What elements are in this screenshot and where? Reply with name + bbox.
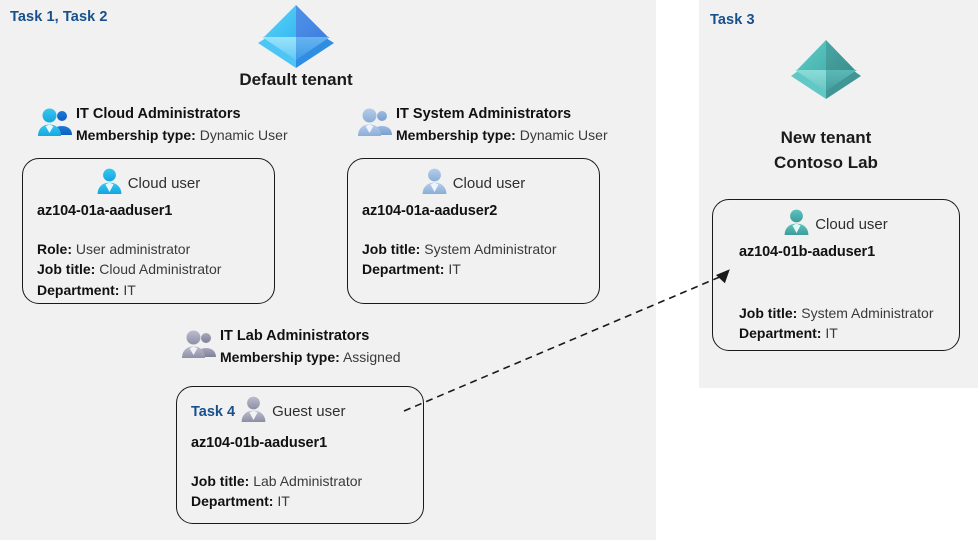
property-row: Job title: Lab Administrator — [191, 473, 363, 489]
cloud-user-icon — [784, 209, 809, 240]
cloud-user-icon — [422, 168, 447, 199]
property-row: Department: IT — [739, 325, 838, 342]
card-properties: Job title: System Administrator Departme… — [739, 303, 934, 344]
membership-label: Membership type: — [76, 126, 196, 143]
group-it-cloud-administrators: IT Cloud Administrators Membership type:… — [38, 105, 288, 146]
property-row: Job title: System Administrator — [362, 241, 557, 257]
group-membership: Membership type: Dynamic User — [396, 125, 608, 146]
membership-label: Membership type: — [396, 126, 516, 143]
membership-value: Assigned — [342, 348, 401, 365]
membership-value: Dynamic User — [199, 126, 288, 143]
card-user-type: Cloud user — [815, 216, 888, 233]
card-username: az104-01a-aaduser1 — [37, 203, 173, 219]
card-user-type: Cloud user — [127, 175, 201, 192]
group-name: IT Cloud Administrators — [76, 106, 241, 122]
group-name: IT System Administrators — [396, 106, 572, 122]
group-users-icon — [38, 107, 72, 142]
card-user-type: Guest user — [272, 403, 346, 420]
new-tenant-title: New tenant Contoso Lab — [729, 126, 923, 175]
group-users-icon — [358, 107, 392, 142]
cloud-user-icon — [97, 168, 122, 199]
card-user-type-row: Cloud user — [713, 209, 959, 240]
card-user-type-row: Task 4 Guest user — [177, 396, 437, 427]
user-card-az104-01b-aaduser1-guest[interactable]: Task 4 Guest user az104-01b-aaduser1 Job… — [176, 386, 424, 524]
user-card-az104-01a-aaduser2[interactable]: Cloud user az104-01a-aaduser2 Job title:… — [347, 158, 600, 304]
card-username: az104-01b-aaduser1 — [739, 244, 876, 260]
property-row: Job title: System Administrator — [739, 305, 934, 321]
default-tenant-title: Default tenant — [239, 70, 353, 89]
group-membership: Membership type: Dynamic User — [76, 125, 288, 146]
user-card-az104-01a-aaduser1[interactable]: Cloud user az104-01a-aaduser1 Role: User… — [22, 158, 275, 304]
group-it-system-administrators: IT System Administrators Membership type… — [358, 105, 608, 146]
card-user-type: Cloud user — [452, 175, 526, 192]
group-membership: Membership type: Assigned — [220, 347, 401, 368]
task-label-1-2: Task 1, Task 2 — [10, 9, 108, 25]
group-it-lab-administrators: IT Lab Administrators Membership type: A… — [182, 327, 401, 368]
membership-label: Membership type: — [220, 348, 340, 365]
new-tenant-title-line1: New tenant — [780, 128, 872, 147]
task-label-4: Task 4 — [191, 403, 236, 420]
property-row: Department: IT — [37, 281, 136, 298]
new-tenant-title-line2: Contoso Lab — [774, 152, 878, 172]
card-properties: Role: User administrator Job title: Clou… — [37, 239, 221, 300]
azure-ad-tenant-icon — [256, 2, 336, 68]
card-user-type-row: Cloud user — [348, 168, 599, 199]
property-row: Job title: Cloud Administrator — [37, 261, 222, 278]
card-properties: Job title: System Administrator Departme… — [362, 239, 557, 280]
property-row: Department: IT — [362, 261, 461, 278]
group-name: IT Lab Administrators — [220, 328, 370, 344]
card-properties: Job title: Lab Administrator Department:… — [191, 471, 362, 512]
group-users-icon — [182, 329, 216, 364]
card-user-type-row: Cloud user — [23, 168, 274, 199]
guest-user-icon — [241, 396, 266, 427]
user-card-az104-01b-aaduser1-cloud[interactable]: Cloud user az104-01b-aaduser1 Job title:… — [712, 199, 960, 351]
card-username: az104-01a-aaduser2 — [362, 203, 498, 219]
card-username: az104-01b-aaduser1 — [191, 435, 328, 451]
task-label-3: Task 3 — [710, 12, 755, 28]
membership-value: Dynamic User — [519, 126, 608, 143]
property-row: Department: IT — [191, 493, 290, 510]
default-tenant-panel — [0, 0, 656, 540]
azure-ad-tenant-icon — [789, 37, 863, 99]
property-row: Role: User administrator — [37, 241, 191, 257]
